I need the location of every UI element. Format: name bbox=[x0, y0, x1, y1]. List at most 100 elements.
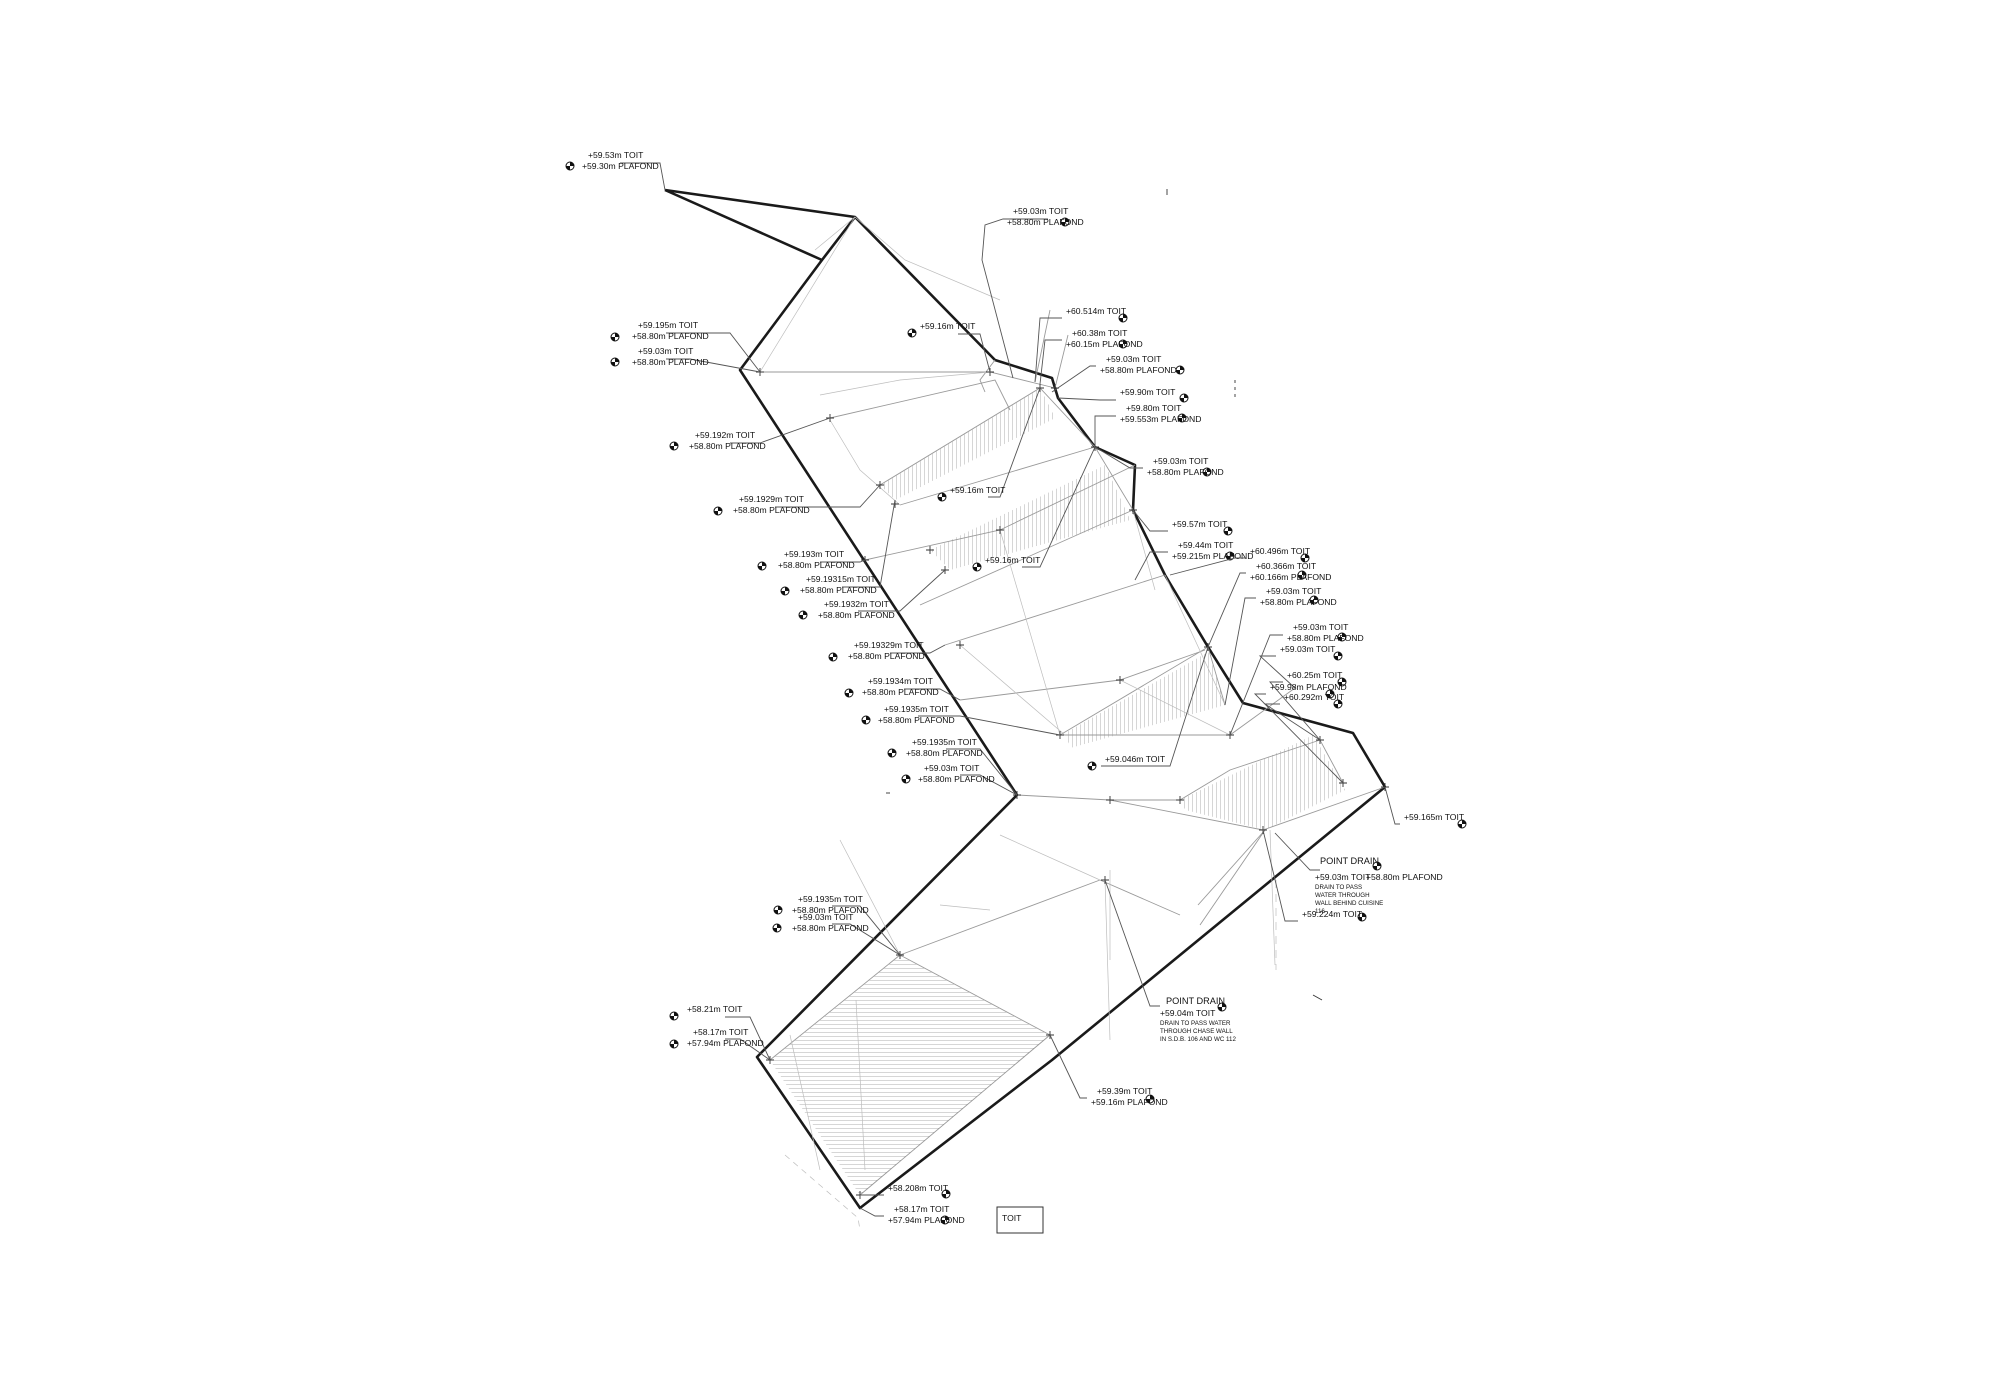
level-target-icon bbox=[972, 562, 982, 572]
level-label: +59.03m TOIT+58.80m PLAFOND bbox=[610, 346, 761, 373]
level-label: +59.03m TOIT bbox=[1258, 644, 1343, 689]
level-label: +59.1935m TOIT+58.80m PLAFOND bbox=[861, 704, 1061, 736]
level-value: +59.03m TOIT bbox=[638, 346, 694, 356]
level-target-icon bbox=[1118, 313, 1128, 323]
level-label: +59.90m TOIT bbox=[1057, 387, 1189, 403]
leader-line bbox=[1094, 415, 1116, 447]
roof-outline-top bbox=[664, 188, 1387, 788]
level-value: +58.80m PLAFOND bbox=[733, 505, 810, 515]
level-target-icon bbox=[1179, 393, 1189, 403]
level-target-icon bbox=[887, 748, 897, 758]
level-value: +59.80m TOIT bbox=[1126, 403, 1182, 413]
level-target-icon bbox=[1309, 595, 1319, 605]
level-label: +59.44m TOIT+59.215m PLAFOND bbox=[1134, 540, 1253, 581]
drain-2-note-1: DRAIN TO PASS WATER bbox=[1160, 1020, 1231, 1027]
leader-line bbox=[666, 332, 761, 373]
level-label: +59.03m TOIT+58.80m PLAFOND bbox=[1051, 354, 1185, 393]
level-value: +58.21m TOIT bbox=[687, 1004, 743, 1014]
leader-line bbox=[832, 923, 901, 956]
level-value: +59.19329m TOIT bbox=[854, 640, 924, 650]
leader-line bbox=[1269, 681, 1321, 741]
leader-line bbox=[1224, 597, 1256, 706]
leader-line bbox=[1384, 786, 1400, 825]
level-target-icon bbox=[828, 652, 838, 662]
level-label: +58.208m TOIT bbox=[860, 1183, 951, 1199]
leader-line bbox=[1101, 646, 1209, 767]
level-value: +59.165m TOIT bbox=[1404, 812, 1465, 822]
level-target-icon bbox=[1217, 1002, 1227, 1012]
level-target-icon bbox=[907, 328, 917, 338]
level-value: +59.195m TOIT bbox=[638, 320, 699, 330]
drain-1-note-3: WALL BEHIND CUISINE bbox=[1315, 900, 1383, 907]
level-label: +60.292m TOIT bbox=[1263, 692, 1345, 741]
level-label: +59.03m TOIT+58.80m PLAFOND bbox=[1229, 622, 1364, 736]
level-value: +58.80m PLAFOND bbox=[1100, 365, 1177, 375]
level-value: +60.38m TOIT bbox=[1072, 328, 1128, 338]
level-label: +59.19329m TOIT+58.80m PLAFOND bbox=[828, 640, 946, 662]
drain-2-level: +59.04m TOIT bbox=[1160, 1008, 1216, 1018]
level-label: +59.1935m TOIT+58.80m PLAFOND bbox=[773, 894, 901, 956]
level-value: +57.94m PLAFOND bbox=[888, 1215, 965, 1225]
level-value: +59.39m TOIT bbox=[1097, 1086, 1153, 1096]
level-target-icon bbox=[941, 1189, 951, 1199]
leader-line bbox=[1057, 397, 1116, 401]
leader-line bbox=[918, 715, 1061, 736]
level-label: +59.16m TOIT bbox=[972, 446, 1096, 572]
level-target-icon bbox=[1297, 570, 1307, 580]
leader-line bbox=[1051, 365, 1096, 393]
level-label: +59.165m TOIT bbox=[1384, 786, 1467, 829]
level-target-icon bbox=[1118, 339, 1128, 349]
level-label: +59.16m TOIT bbox=[907, 321, 991, 373]
leader-line bbox=[1049, 1034, 1087, 1099]
leader-line bbox=[988, 387, 1041, 498]
level-value: +58.80m PLAFOND bbox=[632, 331, 709, 341]
level-value: +59.1935m TOIT bbox=[912, 737, 978, 747]
level-target-icon bbox=[1087, 761, 1097, 771]
leader-line bbox=[725, 1016, 771, 1061]
level-value: +58.80m PLAFOND bbox=[792, 905, 869, 915]
leader-line bbox=[842, 499, 896, 588]
level-value: +59.03m TOIT bbox=[1293, 622, 1349, 632]
level-label: +59.046m TOIT bbox=[1087, 646, 1209, 771]
level-value: +59.16m PLAFOND bbox=[1091, 1097, 1168, 1107]
level-target-icon bbox=[1337, 632, 1347, 642]
level-target-icon bbox=[713, 506, 723, 516]
level-value: +59.193m TOIT bbox=[784, 549, 845, 559]
level-value: +59.98m PLAFOND bbox=[1270, 682, 1347, 692]
level-value: +59.03m TOIT bbox=[1106, 354, 1162, 364]
leader-line bbox=[1169, 557, 1246, 576]
leader-line bbox=[820, 559, 866, 563]
level-label: +59.57m TOIT bbox=[1132, 509, 1233, 536]
level-label: +59.98m PLAFOND bbox=[1253, 682, 1347, 784]
level-value: +59.03m TOIT bbox=[798, 912, 854, 922]
level-value: +59.57m TOIT bbox=[1172, 519, 1228, 529]
level-label: +60.366m TOIT+60.166m PLAFOND bbox=[1207, 561, 1331, 648]
level-value: +59.1935m TOIT bbox=[884, 704, 950, 714]
level-label: +59.192m TOIT+58.80m PLAFOND bbox=[669, 417, 831, 451]
level-value: +59.16m TOIT bbox=[985, 555, 1041, 565]
level-target-icon bbox=[798, 610, 808, 620]
level-label: +59.39m TOIT+59.16m PLAFOND bbox=[1049, 1034, 1168, 1107]
level-value: +58.80m PLAFOND bbox=[1007, 217, 1084, 227]
level-label: +59.03m TOIT+58.80m PLAFOND bbox=[1094, 446, 1224, 477]
level-value: +59.90m TOIT bbox=[1120, 387, 1176, 397]
misc-marks bbox=[886, 189, 1323, 1001]
leader-line bbox=[666, 358, 761, 373]
level-target-icon bbox=[780, 586, 790, 596]
level-value: +60.366m TOIT bbox=[1256, 561, 1317, 571]
drain-2-note-2: THROUGH CHASE WALL bbox=[1160, 1028, 1233, 1035]
drain-2-title: POINT DRAIN bbox=[1166, 996, 1225, 1006]
drain-1-note-2: WATER THROUGH bbox=[1315, 892, 1370, 899]
level-value: +58.80m PLAFOND bbox=[1260, 597, 1337, 607]
level-target-icon bbox=[610, 357, 620, 367]
hatch-zone-1 bbox=[880, 388, 1055, 500]
level-value: +59.16m TOIT bbox=[920, 321, 976, 331]
level-value: +58.80m PLAFOND bbox=[1287, 633, 1364, 643]
level-label: +59.03m TOIT+58.80m PLAFOND bbox=[981, 206, 1084, 379]
level-label: +59.03m TOIT+58.80m PLAFOND bbox=[772, 912, 901, 956]
leader-line bbox=[858, 569, 946, 612]
level-target-icon bbox=[773, 905, 783, 915]
leader-line bbox=[1022, 446, 1096, 568]
leader-line bbox=[1039, 339, 1062, 385]
level-target-icon bbox=[1175, 365, 1185, 375]
